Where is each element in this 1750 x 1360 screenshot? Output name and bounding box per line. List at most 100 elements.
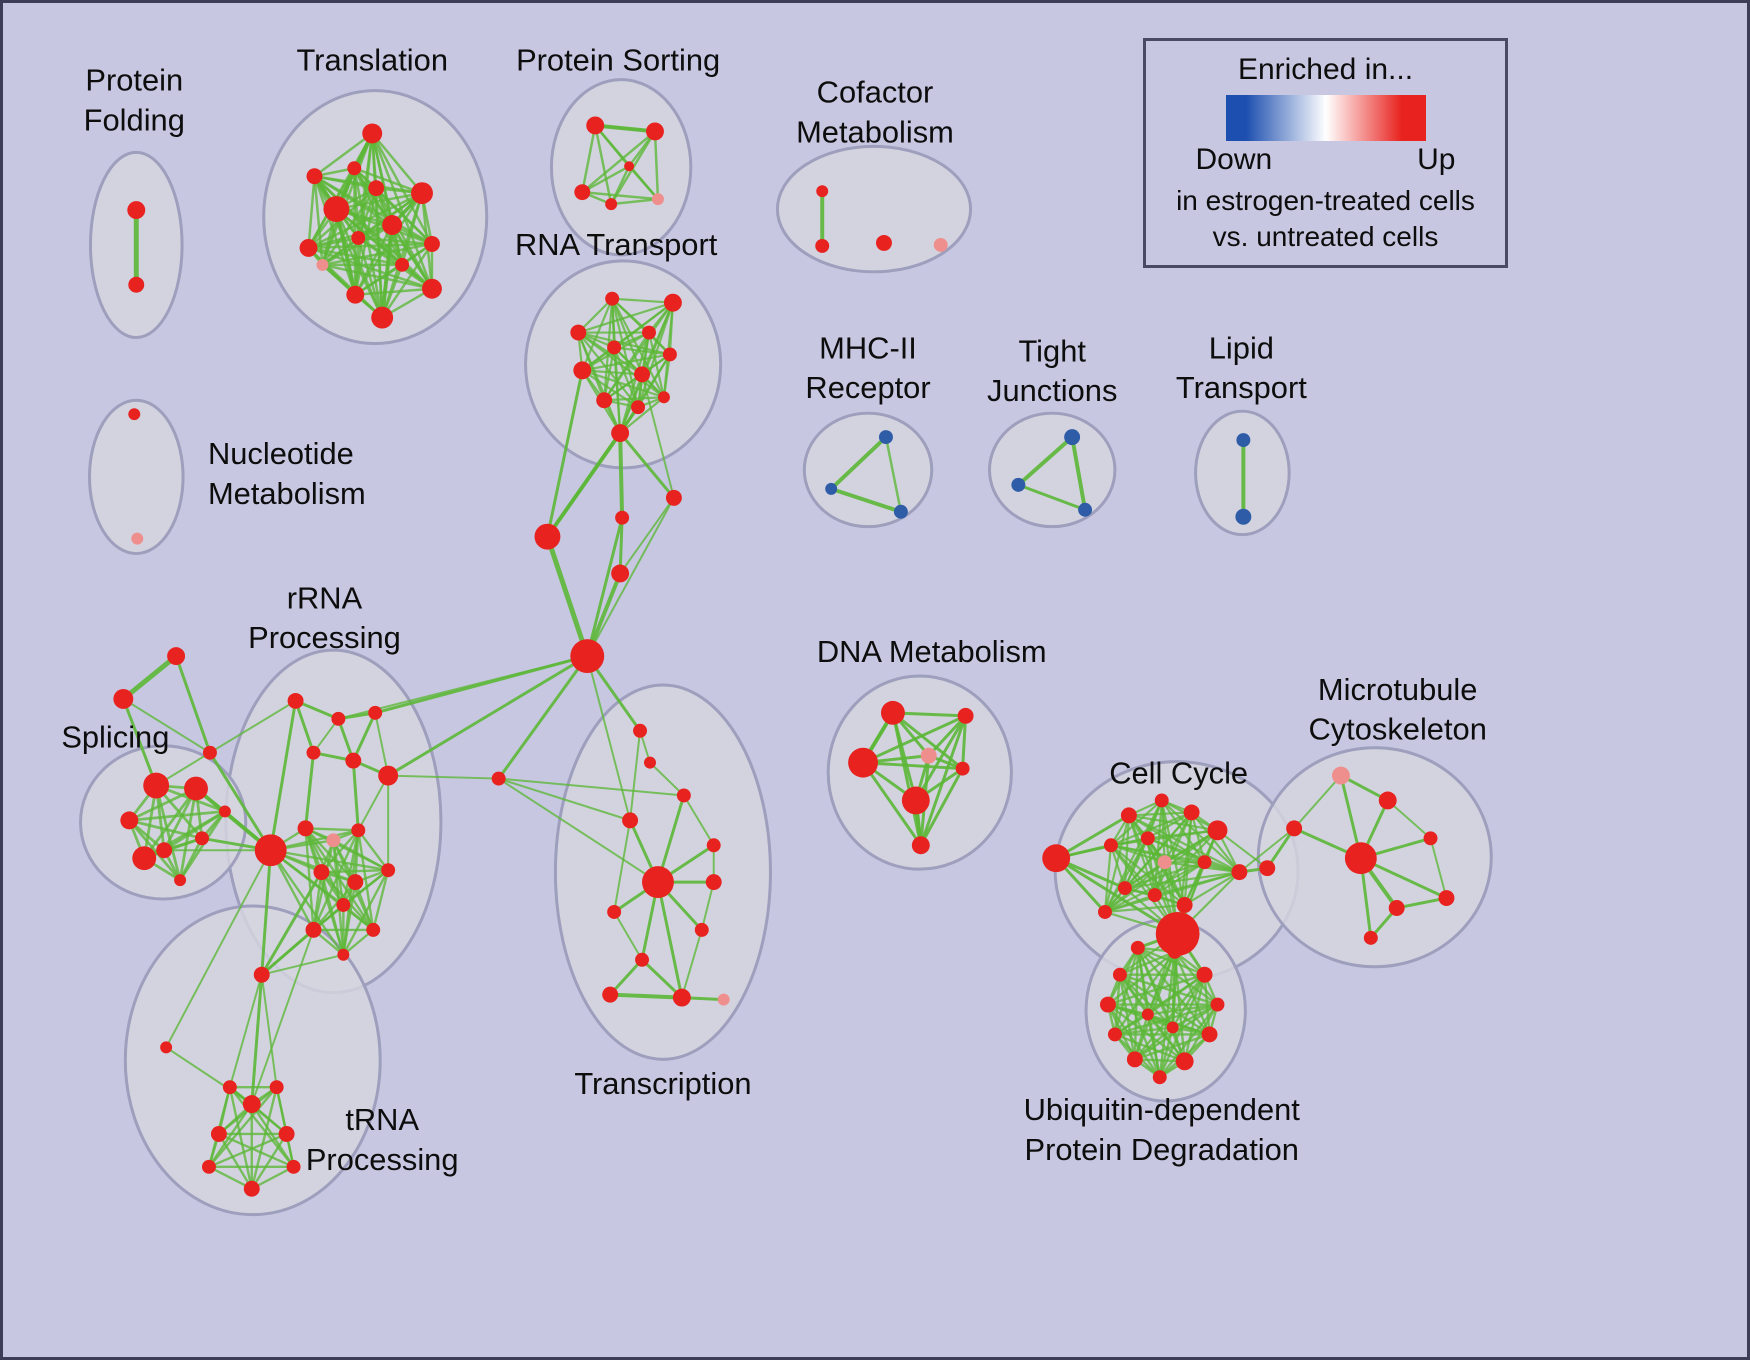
node-9 [382,215,403,235]
edge [357,236,404,267]
edge [307,174,316,250]
edge [207,1165,253,1190]
edge [1103,837,1149,914]
edge [312,829,360,932]
edge [619,331,651,435]
edge [165,849,272,1049]
edge [581,353,672,372]
node-65 [313,864,330,881]
node-25 [875,234,892,251]
edge [370,132,434,290]
node-143 [1064,429,1081,446]
edge [891,711,923,847]
node-100 [955,761,970,776]
legend-scale: Down Up [1196,143,1456,177]
edge [260,904,345,976]
edge [1016,435,1075,487]
edge [927,714,968,758]
edge [1054,856,1180,936]
edge [1146,973,1206,1016]
edge [304,751,315,830]
node-5 [299,238,318,257]
node-43 [570,639,605,674]
edge [1160,799,1241,874]
edge [357,829,390,872]
edge [351,759,360,832]
node-110 [1157,855,1172,870]
edge [228,1086,253,1190]
edge [1123,871,1241,890]
node-68 [336,898,351,912]
edge [260,848,273,977]
node-24 [815,238,830,253]
node-70 [366,922,381,937]
node-16 [347,161,362,176]
edge [593,123,657,134]
edge [332,839,390,872]
node-116 [1155,911,1200,956]
edge [217,1132,253,1190]
node-8 [351,230,366,245]
node-7 [368,180,385,197]
node-63 [326,833,341,848]
node-49 [120,811,139,830]
node-98 [848,747,878,778]
node-88 [705,874,722,891]
edge [120,653,179,702]
edge [354,880,375,932]
node-103 [1042,844,1071,873]
node-39 [665,489,682,506]
node-146 [1236,433,1251,448]
edge [269,849,345,956]
node-58 [306,745,321,760]
edge [1146,811,1193,840]
edge [312,717,340,754]
node-11 [423,235,440,252]
node-71 [337,948,350,961]
node-44 [167,647,186,666]
node-140 [878,430,893,445]
node-133 [1107,1027,1122,1042]
edge [1190,811,1241,874]
edge [1158,950,1176,1079]
edge [372,868,390,932]
edge [354,223,394,296]
edge [354,263,404,296]
node-45 [113,688,134,709]
node-23 [816,185,829,198]
node-108 [1103,838,1118,853]
node-31 [607,340,622,355]
edge [400,191,424,267]
edge [641,373,675,499]
edge [127,787,198,822]
node-77 [210,1126,227,1142]
edge [228,1086,295,1169]
edge [1395,896,1448,910]
node-32 [573,361,592,380]
node-41 [534,523,561,550]
edge [649,761,685,797]
edge [1106,1003,1186,1063]
node-22 [624,161,635,172]
node-81 [243,1180,260,1197]
edge [313,132,374,178]
edge [127,818,182,882]
node-91 [635,952,650,967]
cluster-label-translation: Translation [296,43,448,78]
edge [353,167,404,267]
node-132 [1210,997,1225,1012]
edge [354,287,434,296]
edge [619,496,675,575]
edge [174,654,212,755]
edge [577,301,674,334]
node-109 [1140,831,1155,846]
edge [387,774,500,780]
cluster-label-protein-sorting: Protein Sorting [516,43,720,78]
node-74 [242,1095,261,1114]
edge [335,191,424,211]
